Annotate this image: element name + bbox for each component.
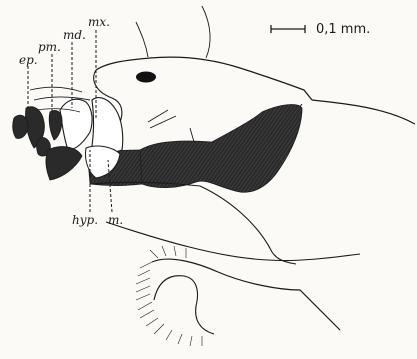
internal-stroke-3 xyxy=(190,128,194,142)
maxilla xyxy=(92,98,123,152)
internal-stroke-1 xyxy=(150,116,176,128)
mandible xyxy=(60,99,92,150)
palp-dark-4 xyxy=(49,110,62,140)
head-capsule-outline xyxy=(96,57,312,100)
label-hyp: hyp. xyxy=(72,214,98,226)
fringed-lobe xyxy=(152,259,340,330)
palp-dark-5 xyxy=(13,115,28,138)
label-ep: ep. xyxy=(19,54,38,66)
internal-stroke-2 xyxy=(148,110,168,122)
head-seta-2 xyxy=(202,6,210,58)
shaded-sclerite xyxy=(133,105,302,193)
eye-spot xyxy=(136,72,156,83)
label-md: md. xyxy=(63,29,86,41)
head-seta-1 xyxy=(136,22,148,57)
thorax-dorsal-outline xyxy=(312,100,415,124)
label-pm: pm. xyxy=(38,41,61,53)
label-m: m. xyxy=(108,214,123,226)
palp-dark-3 xyxy=(46,147,82,180)
body-lower-outline xyxy=(106,222,360,261)
antenna-seta-1 xyxy=(30,87,82,92)
label-mx: mx. xyxy=(88,16,110,28)
scale-bar-line xyxy=(271,25,305,33)
scale-bar-label: 0,1 mm. xyxy=(316,23,370,36)
fringe-hairs xyxy=(136,246,202,346)
